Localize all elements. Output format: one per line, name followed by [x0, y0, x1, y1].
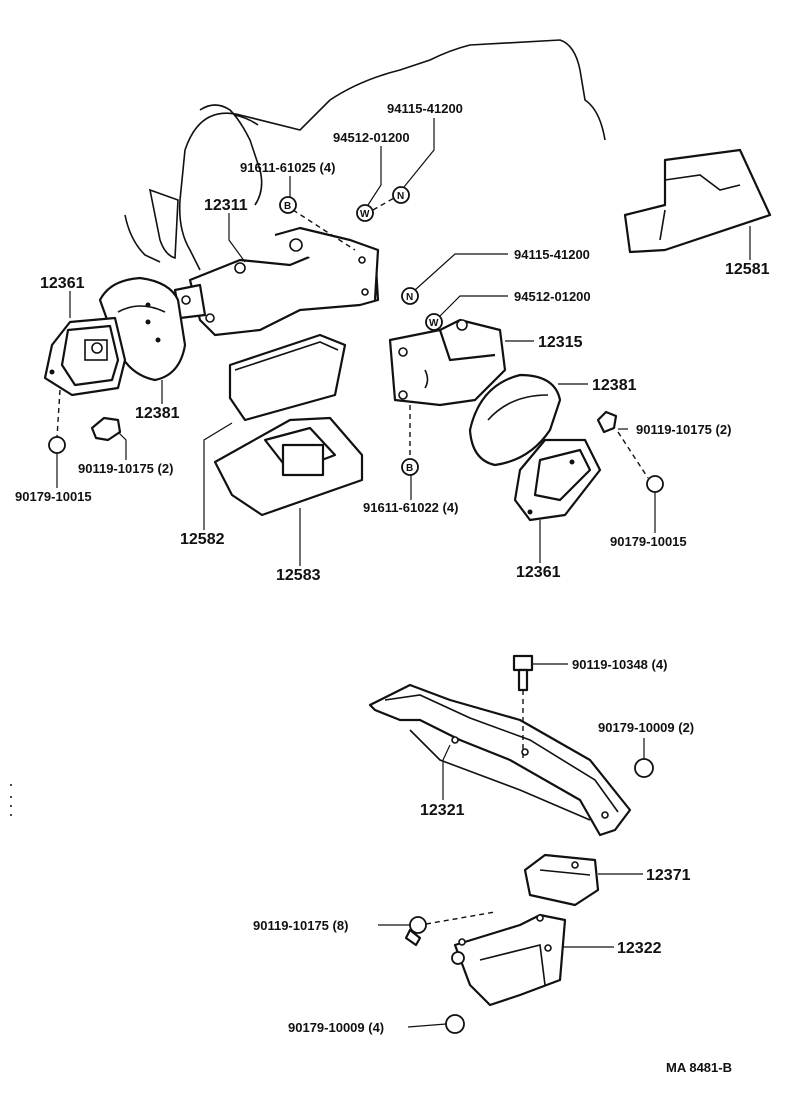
label-12361-right: 12361 [516, 564, 561, 581]
label-12321: 12321 [420, 802, 465, 819]
label-90179-10009-a: 90179-10009 (2) [598, 720, 694, 735]
callout-labels: 94115-41200 94512-01200 91611-61025 (4) … [15, 101, 770, 1035]
diagram-code: MA 8481-B [666, 1060, 732, 1075]
part-12581 [623, 148, 772, 254]
label-94115-41200-right: 94115-41200 [514, 247, 590, 262]
mount-12361-right [513, 438, 602, 522]
label-94512-01200-top: 94512-01200 [333, 130, 410, 145]
label-12381-left: 12381 [135, 405, 180, 422]
label-90179-10015-right: 90179-10015 [610, 534, 687, 549]
assembly-lines [56, 197, 649, 925]
bolt-symbol-top: B [284, 201, 291, 212]
pan-12582 [228, 333, 347, 422]
mount-12361-left [43, 316, 127, 397]
label-12582: 12582 [180, 531, 225, 548]
label-12311: 12311 [204, 197, 248, 214]
washer-symbol-right: W [429, 318, 439, 329]
label-12361-left: 12361 [40, 275, 85, 292]
bracket-12322 [453, 913, 567, 1007]
label-12322: 12322 [617, 940, 662, 957]
label-12315: 12315 [538, 334, 583, 351]
cover-12583 [213, 416, 364, 517]
label-12381-right: 12381 [592, 377, 637, 394]
label-90119-10175-8: 90119-10175 (8) [253, 918, 348, 933]
label-90119-10348: 90119-10348 (4) [572, 657, 667, 672]
nut-symbol-right: N [406, 292, 413, 303]
edge-marks [10, 784, 12, 816]
engine-outline [124, 39, 606, 271]
insulator-12381-right [468, 373, 562, 467]
label-91611-61025: 91611-61025 (4) [240, 160, 335, 175]
hardware: N W B N W B [48, 186, 664, 1034]
label-90179-10015-left: 90179-10015 [15, 489, 92, 504]
nut-symbol-top: N [397, 191, 404, 202]
label-90179-10009-b: 90179-10009 (4) [288, 1020, 384, 1035]
label-94115-41200-top: 94115-41200 [387, 101, 463, 116]
bolt-symbol-right: B [406, 463, 413, 474]
label-91611-61022: 91611-61022 (4) [363, 500, 458, 515]
label-90119-10175-right: 90119-10175 (2) [636, 422, 731, 437]
label-12581: 12581 [725, 261, 770, 278]
bracket-12311 [173, 226, 380, 337]
label-90119-10175-left: 90119-10175 (2) [78, 461, 173, 476]
label-12371: 12371 [646, 867, 691, 884]
label-12583: 12583 [276, 567, 321, 584]
bracket-12371 [523, 853, 600, 907]
label-94512-01200-right: 94512-01200 [514, 289, 591, 304]
crossmember-12321 [368, 683, 632, 837]
bracket-12315 [388, 318, 507, 407]
leader-lines [56, 118, 751, 1028]
washer-symbol-top: W [360, 209, 370, 220]
